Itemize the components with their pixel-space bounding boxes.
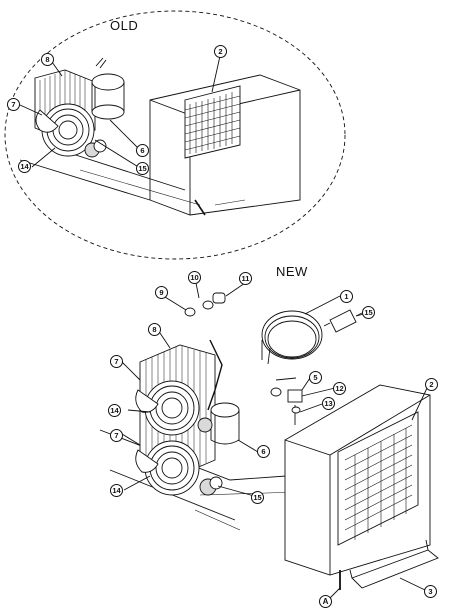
- new-callout-1: 1: [340, 290, 353, 303]
- old-callout-fan-guard: 14: [18, 160, 31, 173]
- old-detail: [4, 10, 346, 260]
- new-callout-12: 12: [333, 382, 346, 395]
- new-callout-9: 9: [155, 286, 168, 299]
- old-motor: [84, 139, 107, 158]
- old-callout-fan-blade: 7: [7, 98, 20, 111]
- old-section-label: OLD: [110, 18, 139, 33]
- new-filter-drier: [323, 309, 363, 333]
- old-fan: [35, 103, 95, 157]
- old-compressor: [91, 57, 125, 120]
- new-fan-upper: [135, 380, 200, 436]
- new-callout-6: 6: [257, 445, 270, 458]
- new-coil: [261, 310, 323, 365]
- old-callout-condenser: 8: [41, 53, 54, 66]
- old-callout-fan-motor: 6: [136, 144, 149, 157]
- old-callout-evaporator: 2: [214, 45, 227, 58]
- new-callout-7-lower: 7: [110, 429, 123, 442]
- new-fan-lower: [135, 440, 200, 496]
- new-compressor-upper: [197, 402, 240, 445]
- new-solenoid-valve: [270, 377, 303, 425]
- new-valve-parts: [184, 292, 226, 317]
- new-callout-a: A: [319, 595, 332, 608]
- new-drip-bracket: [349, 539, 439, 589]
- new-assembly: [99, 282, 439, 601]
- old-detail-boundary: [4, 10, 346, 260]
- new-callout-5: 5: [309, 371, 322, 384]
- new-callout-7-upper: 7: [110, 355, 123, 368]
- new-capillary-tube: [207, 339, 223, 411]
- new-callout-3: 3: [424, 585, 437, 598]
- new-callout-14-lower: 14: [110, 484, 123, 497]
- new-callout-11: 11: [239, 272, 252, 285]
- new-callout-8: 8: [148, 323, 161, 336]
- new-callout-15-drier: 15: [362, 306, 375, 319]
- new-callout-2: 2: [425, 378, 438, 391]
- old-callout-filter-drier: 15: [136, 162, 149, 175]
- new-section-label: NEW: [276, 264, 308, 279]
- new-callout-10: 10: [188, 271, 201, 284]
- new-evaporator: [337, 411, 419, 546]
- new-callout-15-lower: 15: [251, 491, 264, 504]
- new-callout-14-upper: 14: [108, 404, 121, 417]
- old-evaporator: [184, 85, 241, 159]
- new-callout-13: 13: [322, 397, 335, 410]
